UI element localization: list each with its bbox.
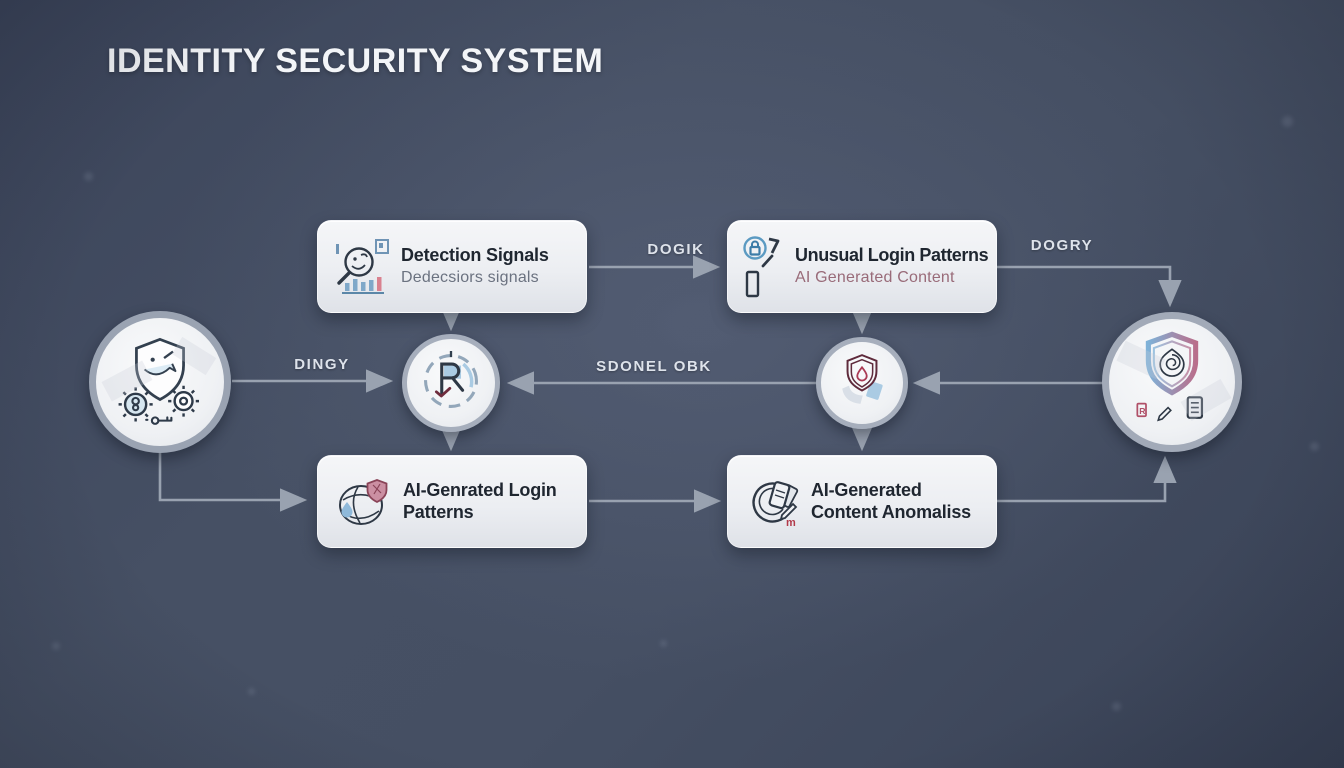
arrow-aicontent-to-righthub bbox=[997, 455, 1177, 503]
arrow-lefthub-to-ailogin bbox=[158, 453, 308, 512]
svg-text:R: R bbox=[1139, 405, 1146, 415]
wire-label-dogik: DOGIK bbox=[647, 241, 705, 258]
bokeh-dot bbox=[52, 642, 60, 650]
wire-label-dogry: DOGRY bbox=[1030, 237, 1094, 254]
svg-text:m: m bbox=[786, 517, 796, 529]
scan-document-icon: m bbox=[742, 473, 800, 531]
wire-label-sdonel-obk: SDONEL OBK bbox=[596, 358, 712, 375]
bokeh-dot bbox=[660, 640, 667, 647]
bokeh-dot bbox=[1310, 442, 1319, 451]
node-shield-verify bbox=[816, 337, 908, 429]
page-title: IDENTITY SECURITY SYSTEM bbox=[107, 42, 604, 80]
card-ai-genrated-login-patterns: AI-Genrated Login Patterns bbox=[317, 455, 587, 548]
card-ai-generated-content-anomaliss: m AI-Generated Content Anomaliss bbox=[727, 455, 997, 548]
lock-route-icon bbox=[742, 234, 784, 300]
bokeh-dot bbox=[248, 688, 255, 695]
card-title: Unusual Login Patterns bbox=[795, 244, 989, 265]
bokeh-dot bbox=[1282, 116, 1293, 127]
card-subtitle: Dedecsiors signals bbox=[401, 269, 539, 287]
card-title: Detection Signals bbox=[401, 244, 549, 265]
bokeh-dot bbox=[84, 172, 93, 181]
node-scan-review bbox=[402, 334, 500, 432]
magnifier-r-check-icon bbox=[414, 344, 488, 423]
card-subtitle: AI Generated Content bbox=[795, 269, 955, 287]
shield-drop-icon bbox=[827, 346, 897, 421]
card-unusual-login-patterns: Unusual Login Patterns AI Generated Cont… bbox=[727, 220, 997, 313]
shield-gears-icon bbox=[108, 328, 212, 437]
node-right-hub: R bbox=[1102, 312, 1242, 452]
globe-shield-icon bbox=[332, 473, 392, 531]
gradient-shield-icon: R bbox=[1120, 328, 1224, 437]
card-title: AI-Generated Content Anomaliss bbox=[811, 480, 971, 522]
bokeh-dot bbox=[1112, 702, 1121, 711]
node-left-hub bbox=[89, 311, 231, 453]
arrow-unusual-to-righthub bbox=[997, 265, 1182, 308]
card-detection-signals: Detection Signals Dedecsiors signals bbox=[317, 220, 587, 313]
wire-label-dingy: DINGY bbox=[294, 356, 350, 373]
search-analytics-icon bbox=[332, 237, 390, 297]
card-title: AI-Genrated Login Patterns bbox=[403, 480, 557, 522]
